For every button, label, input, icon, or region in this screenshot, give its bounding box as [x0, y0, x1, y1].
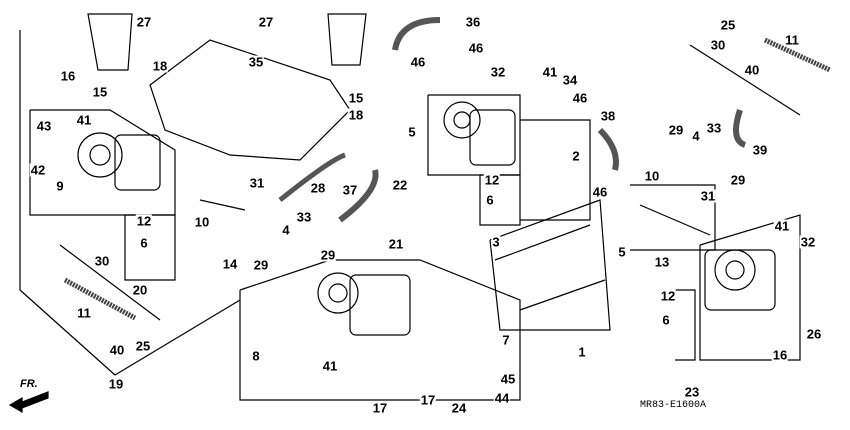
callout-37: 37 [341, 182, 359, 198]
callout-36: 36 [464, 14, 482, 30]
carb-frame-bottom [239, 259, 521, 401]
callout-35: 35 [247, 54, 265, 70]
callout-41: 41 [321, 358, 339, 374]
callout-46: 46 [591, 184, 609, 200]
drawing-code: MR83-E1600A [640, 400, 707, 411]
callout-11: 11 [76, 305, 92, 321]
callout-17: 17 [419, 392, 437, 408]
callout-33: 33 [705, 120, 723, 136]
callout-12: 12 [659, 288, 677, 304]
front-direction-label: FR. [20, 378, 38, 390]
callout-29: 29 [252, 257, 270, 273]
callout-10: 10 [643, 168, 661, 184]
callout-19: 19 [107, 376, 125, 392]
callout-33: 33 [295, 209, 313, 225]
frame-10-right [630, 184, 716, 251]
callout-7: 7 [501, 332, 511, 348]
callout-30: 30 [93, 253, 111, 269]
callout-45: 45 [499, 371, 517, 387]
callout-9: 9 [55, 178, 65, 194]
callout-46: 46 [409, 54, 427, 70]
callout-41: 41 [773, 218, 791, 234]
callout-27: 27 [257, 14, 275, 30]
callout-6: 6 [139, 235, 149, 251]
frame-12-6-right [675, 289, 696, 361]
callout-11: 11 [784, 32, 800, 48]
callout-25: 25 [719, 17, 737, 33]
callout-20: 20 [131, 282, 149, 298]
callout-40: 40 [743, 62, 761, 78]
callout-4: 4 [691, 128, 701, 144]
callout-22: 22 [391, 177, 409, 193]
callout-14: 14 [221, 256, 239, 272]
front-arrow-icon [8, 391, 49, 414]
callout-46: 46 [571, 90, 589, 106]
callout-44: 44 [493, 390, 511, 406]
callout-5: 5 [617, 244, 627, 260]
callout-23: 23 [683, 384, 701, 400]
callout-5: 5 [407, 124, 417, 140]
callout-18: 18 [151, 58, 169, 74]
callout-26: 26 [805, 326, 823, 342]
callout-42: 42 [29, 162, 47, 178]
callout-13: 13 [653, 254, 671, 270]
callout-21: 21 [387, 236, 405, 252]
callout-40: 40 [108, 342, 126, 358]
callout-32: 32 [489, 64, 507, 80]
callout-24: 24 [450, 400, 468, 416]
callout-3: 3 [491, 234, 501, 250]
callout-29: 29 [319, 247, 337, 263]
frame-2 [520, 119, 591, 221]
callout-1: 1 [577, 344, 587, 360]
callout-29: 29 [667, 122, 685, 138]
callout-2: 2 [571, 148, 581, 164]
callout-38: 38 [599, 108, 617, 124]
callout-41: 41 [541, 64, 559, 80]
link-frame [489, 199, 611, 331]
callout-41: 41 [75, 112, 93, 128]
callout-34: 34 [561, 72, 579, 88]
frame-12-6-mid [479, 174, 521, 226]
callout-10: 10 [193, 214, 211, 230]
callout-31: 31 [699, 188, 717, 204]
callout-12: 12 [135, 213, 153, 229]
callout-46: 46 [467, 40, 485, 56]
callout-15: 15 [347, 90, 365, 106]
callout-31: 31 [248, 175, 266, 191]
callout-17: 17 [371, 400, 389, 416]
callout-4: 4 [281, 222, 291, 238]
callout-43: 43 [35, 118, 53, 134]
callout-8: 8 [251, 348, 261, 364]
callout-39: 39 [751, 142, 769, 158]
callout-6: 6 [485, 192, 495, 208]
callout-16: 16 [771, 347, 789, 363]
callout-16: 16 [59, 68, 77, 84]
frame-12-6-left [124, 214, 176, 281]
callout-18: 18 [347, 107, 365, 123]
callout-32: 32 [799, 234, 817, 250]
callout-6: 6 [661, 312, 671, 328]
callout-25: 25 [134, 338, 152, 354]
callout-15: 15 [91, 84, 109, 100]
callout-12: 12 [483, 172, 501, 188]
callout-30: 30 [709, 37, 727, 53]
carb-frame-right [699, 214, 801, 361]
callout-29: 29 [729, 172, 747, 188]
callout-27: 27 [135, 14, 153, 30]
callout-28: 28 [309, 180, 327, 196]
carb-frame-left [29, 109, 176, 216]
